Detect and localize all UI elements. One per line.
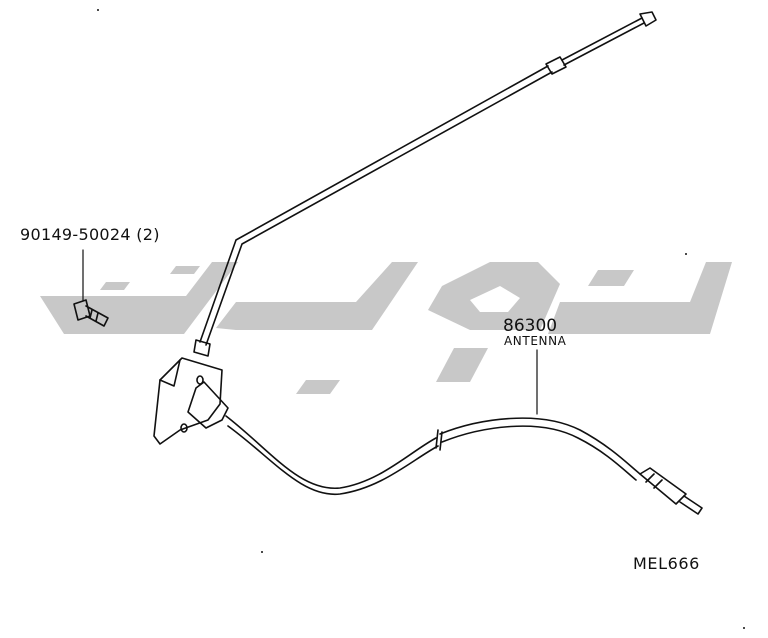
antenna-cable (225, 349, 641, 495)
antenna-part-number: 86300 (503, 316, 558, 336)
antenna-drawing (73, 11, 703, 515)
screw-part-number: 90149-50024 (2) (20, 225, 160, 244)
antenna-mast (199, 11, 657, 346)
antenna-part-name: ANTENNA (504, 334, 567, 348)
watermark-logo (40, 262, 732, 394)
antenna-plug (639, 467, 703, 515)
antenna-mount (153, 339, 229, 445)
screw-drawing (73, 249, 109, 327)
diagram-code: MEL666 (633, 554, 700, 573)
